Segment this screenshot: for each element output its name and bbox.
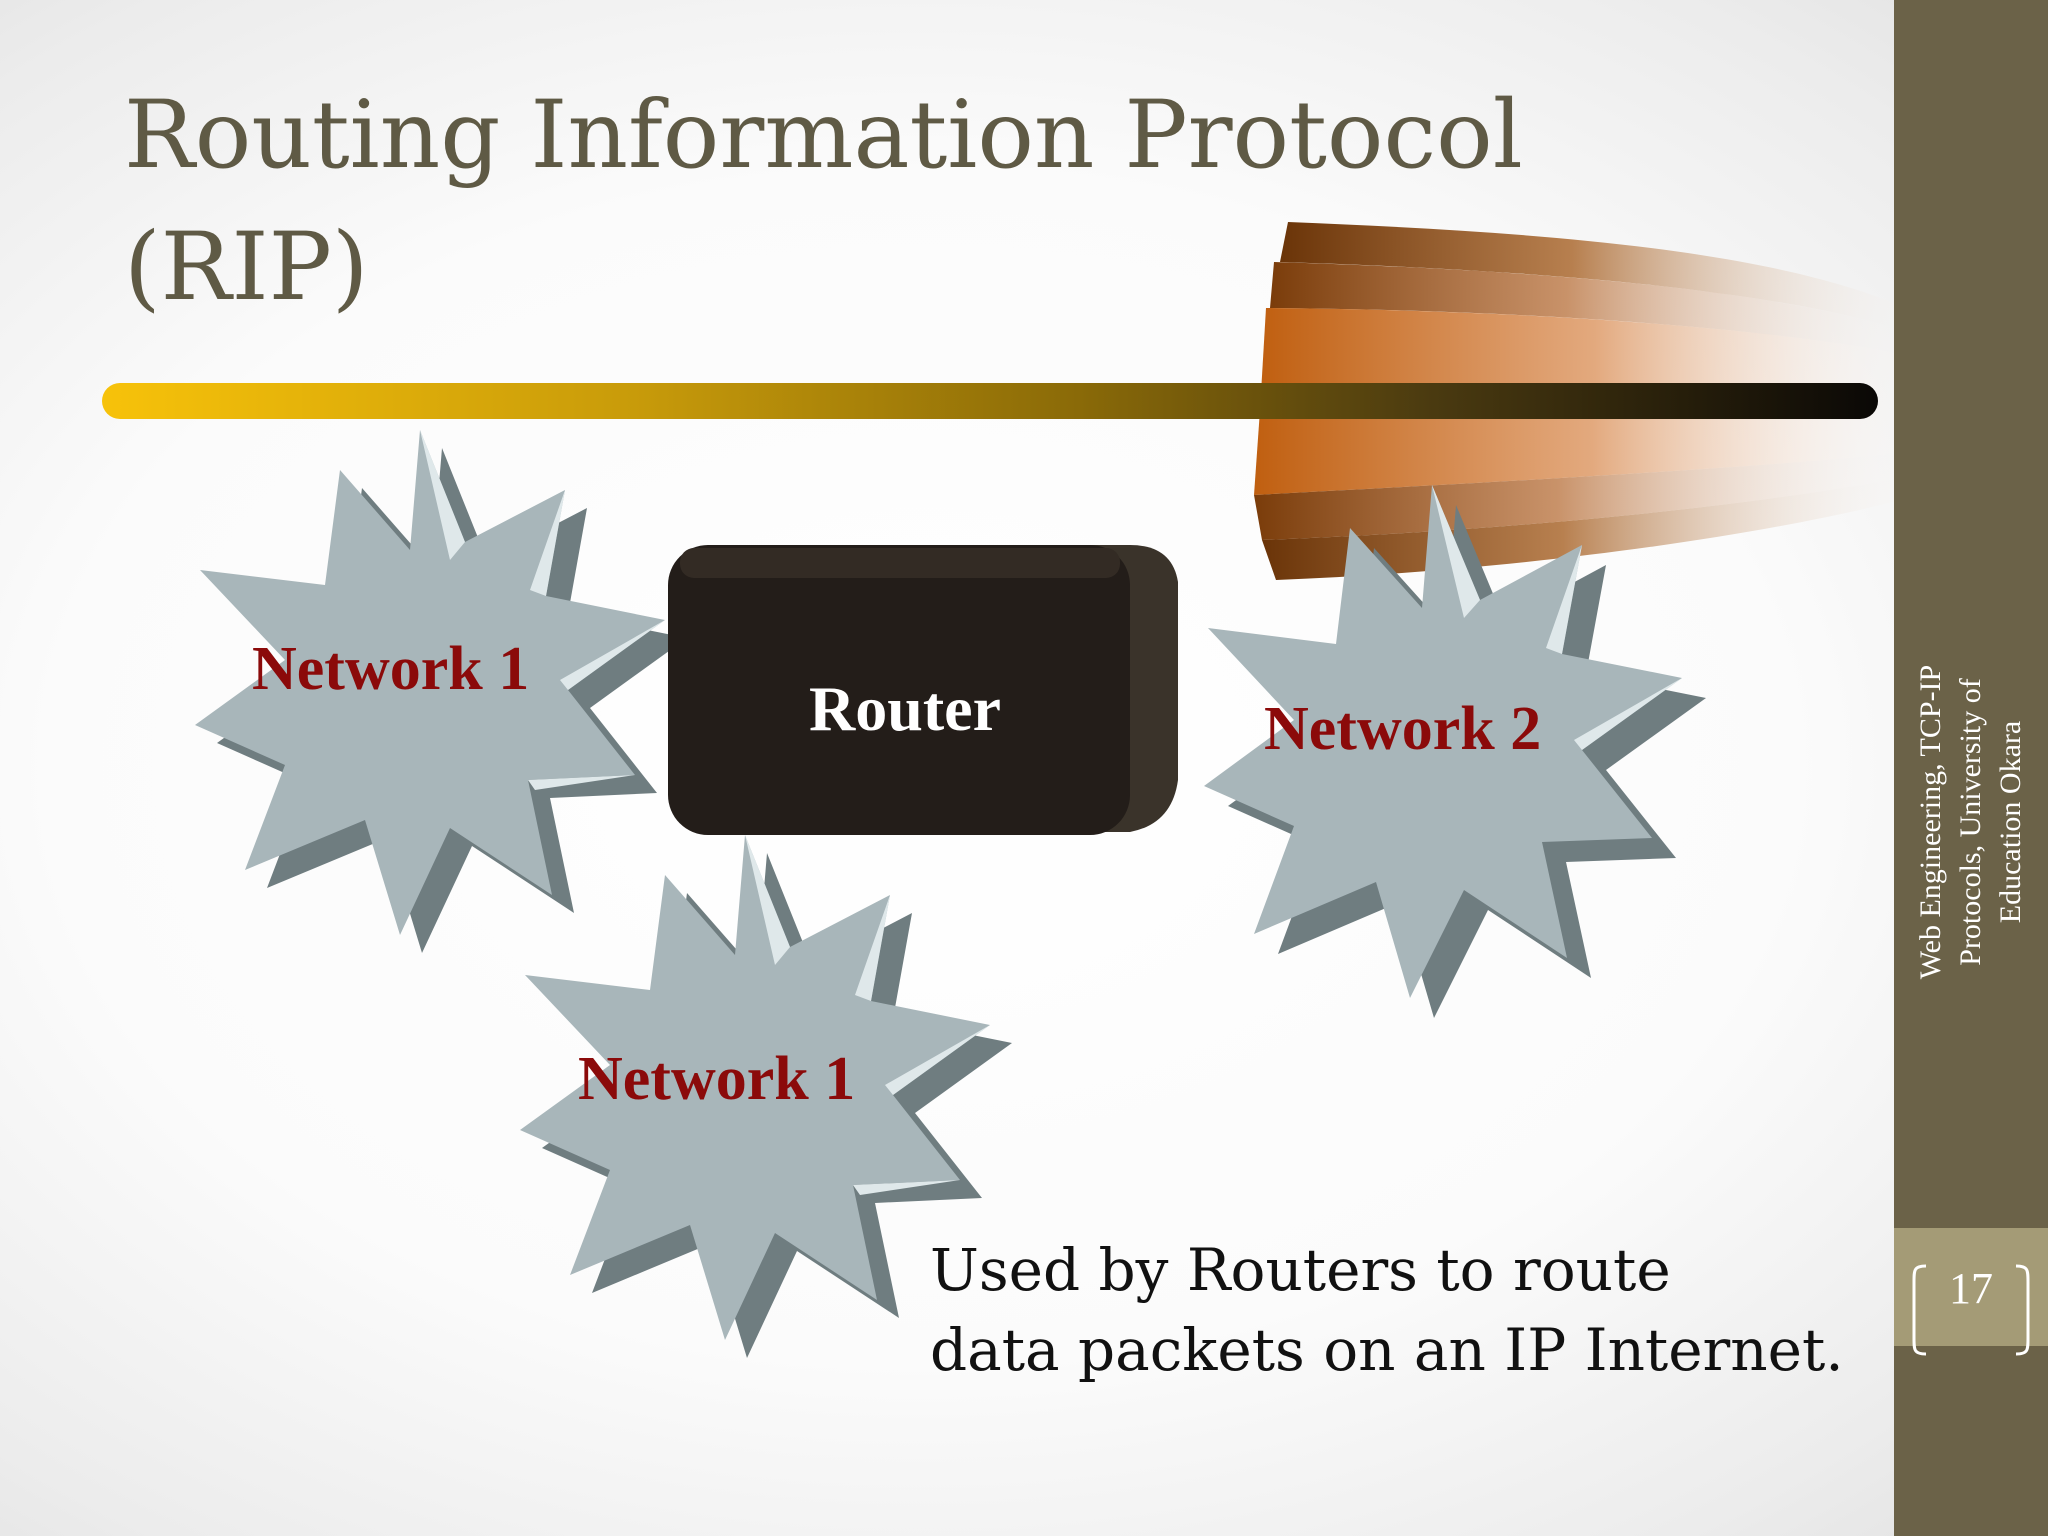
page-number-frame <box>1912 1264 2030 1356</box>
router-label: Router <box>809 673 1001 744</box>
page-number-band <box>1894 1228 2048 1346</box>
slide-title: Routing Information Protocol (RIP) <box>124 81 1523 322</box>
router-box <box>668 545 1178 835</box>
network-2-label: Network 2 <box>1264 695 1542 763</box>
network-2-star <box>1204 485 1706 1018</box>
slide-caption: Used by Routers to route data packets on… <box>930 1236 1844 1384</box>
network-1-top-label: Network 1 <box>252 635 530 703</box>
title-underline-bar <box>102 383 1878 419</box>
network-1-top-star <box>195 430 687 953</box>
network-1-bottom-label: Network 1 <box>578 1045 856 1113</box>
network-1-bottom-star <box>520 835 1012 1358</box>
page-number: 17 <box>1949 1264 1993 1313</box>
